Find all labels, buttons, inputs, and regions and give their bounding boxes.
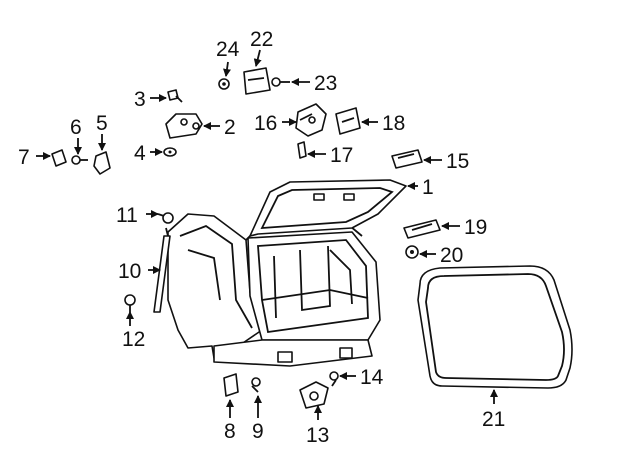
callout-1: 1	[422, 176, 434, 199]
striker-13	[299, 381, 329, 409]
callout-22: 22	[250, 28, 273, 51]
bracket-8	[223, 373, 239, 397]
bolt-23	[271, 77, 290, 87]
bumper-17	[297, 141, 307, 159]
latch-16	[295, 103, 327, 137]
callout-labels: 1 2 3 4 5 6 7 8 9 10 11 12 13 14 15 16 1…	[18, 28, 505, 447]
grommet-20	[405, 245, 419, 259]
callout-24: 24	[216, 38, 240, 61]
callout-17: 17	[330, 144, 353, 167]
nut-24	[218, 78, 230, 90]
leader-lines	[36, 49, 498, 420]
gas-strut-10	[153, 227, 171, 313]
callout-5: 5	[96, 112, 108, 135]
callout-6: 6	[70, 116, 82, 139]
lamp-19	[403, 219, 441, 239]
screw-6	[71, 155, 88, 165]
bolt-12	[124, 294, 136, 312]
callout-8: 8	[224, 420, 236, 443]
callout-23: 23	[314, 72, 337, 95]
nut-4	[163, 147, 177, 157]
callout-3: 3	[134, 88, 146, 111]
bolt-9	[251, 377, 261, 393]
clip-5	[93, 151, 111, 175]
handle-15	[391, 149, 423, 169]
callout-4: 4	[134, 142, 146, 165]
callout-19: 19	[464, 216, 487, 239]
callout-9: 9	[252, 420, 264, 443]
bolt-3	[167, 89, 183, 103]
cover-18	[335, 107, 361, 135]
callout-10: 10	[118, 260, 141, 283]
callout-13: 13	[306, 424, 329, 447]
callout-12: 12	[122, 328, 145, 351]
vehicle-rear-body	[167, 213, 381, 367]
callout-20: 20	[440, 244, 463, 267]
callout-21: 21	[482, 408, 505, 431]
callout-2: 2	[224, 116, 236, 139]
callout-11: 11	[116, 204, 138, 227]
callout-7: 7	[18, 146, 30, 169]
stop-7	[51, 149, 67, 167]
callout-18: 18	[382, 112, 405, 135]
callout-14: 14	[360, 366, 384, 389]
weatherstrip-seal	[417, 265, 573, 389]
hinge-2	[165, 113, 203, 139]
bolt-11	[157, 212, 174, 224]
callout-15: 15	[446, 150, 469, 173]
bracket-22	[243, 67, 271, 95]
callout-16: 16	[254, 112, 277, 135]
liftgate-panel	[249, 179, 407, 237]
bolt-14	[329, 371, 339, 387]
